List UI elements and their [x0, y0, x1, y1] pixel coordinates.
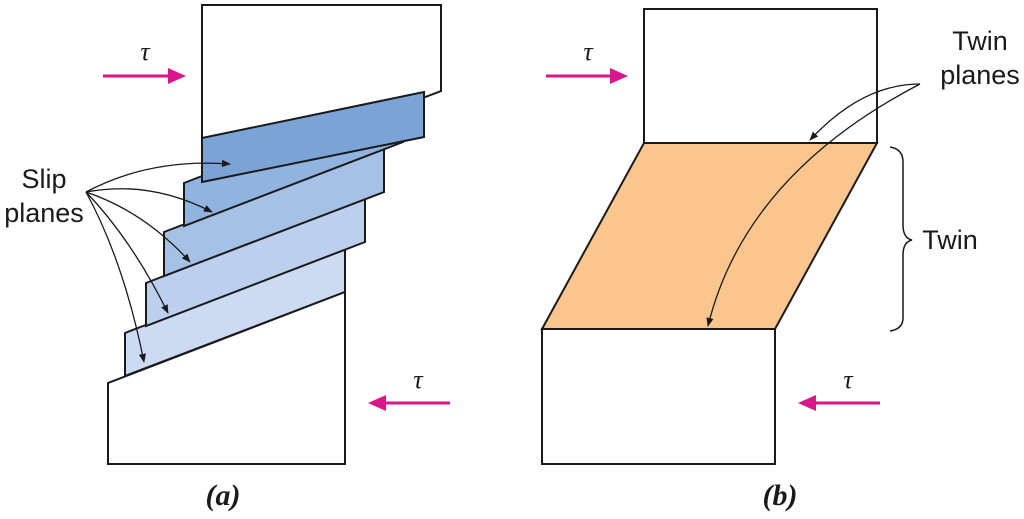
twin-stress-arrow-bottom	[798, 395, 880, 411]
slip-planes-label-line1: Slip	[21, 164, 66, 194]
arrowhead-left-icon	[368, 395, 386, 411]
slip-plane-leaders	[85, 159, 231, 363]
twin-stress-arrow-top	[546, 68, 628, 84]
twin-plane-leaders	[706, 83, 921, 327]
twin-planes-label-line1: Twin	[952, 26, 1008, 56]
tau-symbol-a-bottom: τ	[413, 365, 424, 394]
arrowhead-right-icon	[610, 68, 628, 84]
panel-a-slip: τ τ Slip planes (a)	[4, 4, 450, 512]
twin-brace	[889, 146, 913, 332]
leader-to-plane-1	[85, 159, 231, 193]
twin-region	[540, 142, 879, 330]
arrowhead-left-icon	[798, 395, 816, 411]
slip-bottom-block	[107, 290, 346, 465]
twin-bottom-block	[541, 328, 776, 465]
leader-to-plane-3	[85, 191, 191, 263]
tau-symbol-b-top: τ	[583, 37, 594, 66]
twin-planes-label-line2: planes	[940, 60, 1020, 90]
panel-b-twin: τ τ Twin planes Twin (b)	[540, 8, 1020, 512]
caption-a: (a)	[206, 479, 241, 512]
twin-label: Twin	[922, 225, 978, 255]
slip-planes-label-line2: planes	[4, 198, 84, 228]
slip-stress-arrow-bottom	[368, 395, 450, 411]
caption-b: (b)	[763, 479, 798, 512]
slip-stress-arrow-top	[103, 68, 186, 84]
leader-to-plane-5	[85, 191, 146, 363]
leader-to-plane-2	[85, 188, 213, 213]
tau-symbol-a-top: τ	[140, 37, 151, 66]
tau-symbol-b-bottom: τ	[843, 365, 854, 394]
leader-to-lower-twin-plane	[706, 83, 921, 327]
slip-slab-1	[201, 90, 425, 184]
arrowhead-right-icon	[168, 68, 186, 84]
twin-top-block	[643, 8, 878, 144]
leader-to-upper-twin-plane	[809, 83, 921, 141]
leader-to-plane-4	[85, 191, 169, 314]
